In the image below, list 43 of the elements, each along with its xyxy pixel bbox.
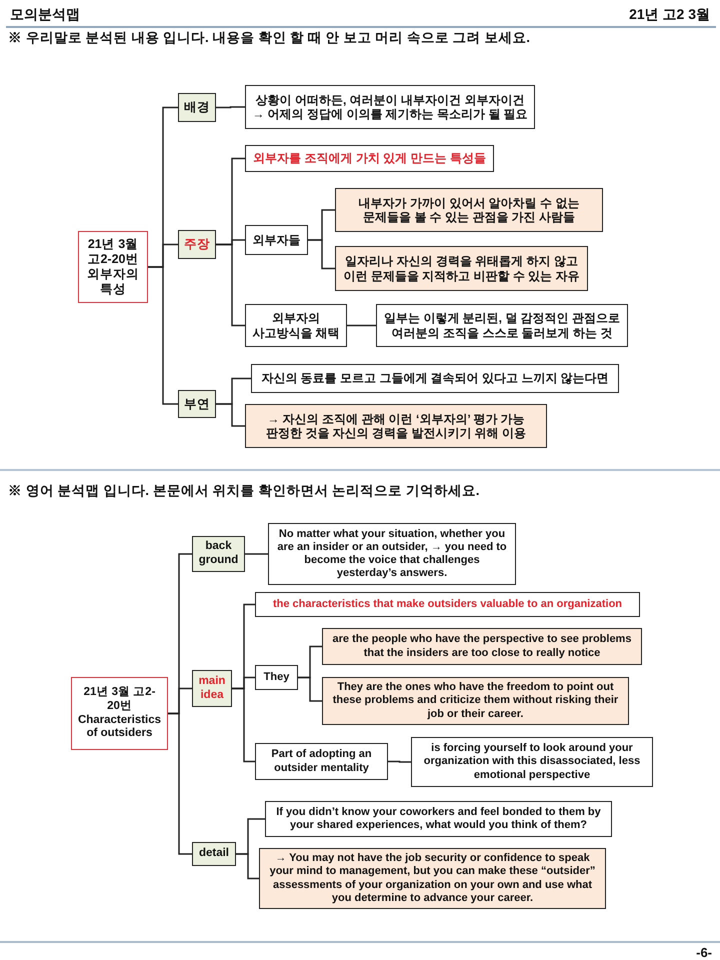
text-box: is forcing yourself to look around your organization with this disassociated, less emotional perspective — [411, 737, 653, 787]
connector-line — [168, 712, 192, 855]
category-box: 배경 — [178, 93, 216, 122]
highlight-box: → You may not have the job security or confidence to speak your mind to management, but you can make these “outsider” assessments of your organization on your own and use what you determine to advance your career. — [259, 848, 606, 909]
category-box: back ground — [192, 536, 245, 572]
connector-line — [236, 853, 259, 880]
category-box: 주장 — [178, 230, 216, 259]
connector-line — [216, 244, 245, 326]
text-box: They — [255, 665, 298, 690]
text-box: 외부자를 조직에게 가치 있게 만드는 특성들 — [245, 145, 494, 172]
connector-line — [245, 553, 268, 555]
header-title: 모의분석맵 — [10, 6, 80, 23]
highlight-box: They are the ones who have the freedom to point out these problems and criticize them without risking their job or their career. — [322, 677, 629, 725]
text-box: 자신의 동료를 모르고 그들에게 결속되어 있다고 느끼지 않는다면 — [251, 364, 619, 393]
category-box: detail — [192, 842, 236, 866]
category-box: 부연 — [178, 390, 216, 418]
text-box: 일부는 이렇게 분리된, 덜 감정적인 관점으로 여러분의 조직을 스스로 둘러보게 하는 것 — [376, 304, 628, 347]
text-box: No matter what your situation, whether you are an insider or an outsider, → you need to become the voice that challenges yesterday’s answers. — [268, 523, 516, 585]
text-box: If you didn’t know your coworkers and feel bonded to them by your shared experiences, what would you think of them? — [265, 801, 612, 837]
text-box: 외부자들 — [245, 225, 308, 255]
text-box: 외부자의 사고방식을 채택 — [245, 304, 347, 347]
connector-line — [232, 688, 255, 762]
connector-line — [308, 239, 335, 270]
text-box: Part of adopting an outsider mentality — [255, 743, 388, 780]
highlight-box: are the people who have the perspective to see problems that the insiders are too close to really notice — [322, 628, 642, 665]
highlight-box: 내부자가 가까이 있어서 알아차릴 수 없는 문제들을 볼 수 있는 관점을 가진 사람들 — [335, 188, 603, 232]
connector-line — [216, 403, 245, 427]
connector-line — [347, 324, 376, 326]
header-date: 21년 고2 3월 — [629, 6, 710, 23]
text-box: 상황이 어떠하든, 여러분이 내부자이건 외부자이건 → 어제의 정답에 이의를 제기하는 목소리가 될 필요 — [245, 85, 535, 129]
highlight-box: → 자신의 조직에 관해 이런 ‘외부자의’ 평가 가능 판정한 것을 자신의 경력을 발전시키기 위해 이용 — [245, 404, 547, 448]
page-number: -6- — [696, 945, 712, 960]
connector-line — [216, 106, 245, 108]
category-box: main idea — [192, 670, 232, 707]
connector-line — [388, 760, 411, 763]
connector-line — [298, 676, 322, 702]
instruction-note: ※ 영어 분석맵 입니다. 본문에서 위치를 확인하면서 논리적으로 기억하세요. — [8, 483, 480, 500]
text-box: the characteristics that make outsiders valuable to an organization — [255, 592, 640, 617]
connector-line — [148, 266, 178, 405]
topic-box: 21년 3월 고2-20번 외부자의 특성 — [78, 231, 148, 303]
instruction-note: ※ 우리말로 분석된 내용 입니다. 내용을 확인 할 때 안 보고 머리 속으로 그려 보세요. — [8, 30, 530, 46]
highlight-box: 일자리나 자신의 경력을 위태롭게 하지 않고 이런 문제들을 지적하고 비판할 수 있는 자유 — [335, 246, 588, 291]
topic-box: 21년 3월 고2-20번 Characteristics of outsiders — [71, 677, 168, 750]
